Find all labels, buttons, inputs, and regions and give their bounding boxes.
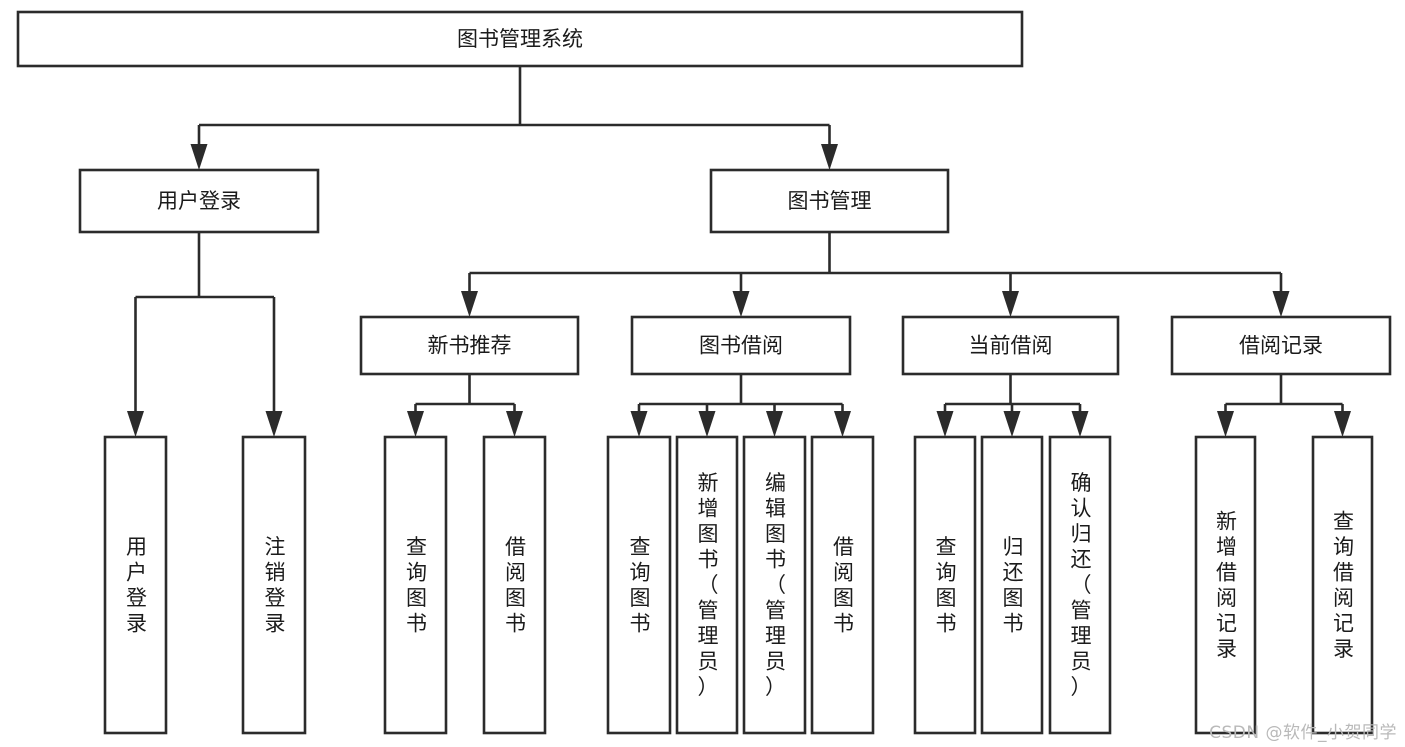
node-box [675,435,739,735]
node-leaf-query-book-1[interactable]: 查询图书 [383,435,448,735]
node-label: 用户登录 [126,535,147,636]
node-box [742,435,807,735]
arrow-head-icon [766,411,783,437]
node-box [241,435,307,735]
node-box [1194,435,1257,735]
node-box [1170,315,1392,376]
node-leaf-borrow-book-2[interactable]: 借阅图书 [810,435,875,735]
node-book-manage[interactable]: 图书管理 [709,168,950,234]
node-book-borrow[interactable]: 图书借阅 [630,315,852,376]
node-leaf-query-book-3[interactable]: 查询图书 [913,435,977,735]
node-leaf-confirm-return[interactable]: 确认归还（管理员） [1048,435,1112,735]
node-label: 新书推荐 [428,334,512,358]
node-box [913,435,977,735]
node-label: 查询图书 [936,535,957,636]
arrow-head-icon [1002,291,1019,317]
node-label: 查询图书 [630,535,651,636]
node-box [482,435,547,735]
node-label: 确认归还（管理员） [1071,471,1092,699]
arrow-head-icon [1071,411,1089,437]
arrow-head-icon [630,411,648,437]
node-box [359,315,580,376]
node-box [980,435,1044,735]
arrow-head-icon [1217,411,1234,437]
node-label: 借阅图书 [505,535,526,636]
arrow-head-icon [407,411,424,437]
node-user-login[interactable]: 用户登录 [78,168,320,234]
node-leaf-borrow-book-1[interactable]: 借阅图书 [482,435,547,735]
node-label: 查询借阅记录 [1333,509,1354,661]
node-current-borrow[interactable]: 当前借阅 [901,315,1120,376]
node-label: 查询图书 [406,535,427,636]
node-new-book-rec[interactable]: 新书推荐 [359,315,580,376]
node-label: 图书管理 [788,189,872,213]
node-box [1048,435,1112,735]
edges-layer [127,66,1351,437]
arrow-head-icon [1272,291,1290,317]
node-label: 当前借阅 [969,334,1053,358]
node-leaf-add-record[interactable]: 新增借阅记录 [1194,435,1257,735]
arrow-head-icon [698,411,716,437]
node-box [810,435,875,735]
node-leaf-edit-book[interactable]: 编辑图书（管理员） [742,435,807,735]
arrow-head-icon [834,411,851,437]
node-leaf-add-book[interactable]: 新增图书（管理员） [675,435,739,735]
nodes-layer: 图书管理系统用户登录图书管理新书推荐图书借阅当前借阅借阅记录用户登录注销登录查询… [16,10,1392,735]
node-label: 编辑图书（管理员） [765,471,786,699]
node-box [606,435,672,735]
node-box [383,435,448,735]
arrow-head-icon [732,291,750,317]
node-box [16,10,1024,68]
node-label: 注销登录 [265,535,286,636]
node-box [709,168,950,234]
node-root[interactable]: 图书管理系统 [16,10,1024,68]
node-box [630,315,852,376]
node-label: 借阅记录 [1239,334,1323,358]
node-label: 用户登录 [157,189,241,213]
node-leaf-user-login[interactable]: 用户登录 [103,435,168,735]
node-label: 借阅图书 [833,535,854,636]
node-label: 归还图书 [1003,535,1024,636]
node-box [78,168,320,234]
arrow-head-icon [1003,411,1021,437]
arrow-head-icon [936,411,954,437]
node-leaf-query-record[interactable]: 查询借阅记录 [1311,435,1374,735]
node-box [103,435,168,735]
node-label: 新增图书（管理员） [698,471,719,699]
arrow-head-icon [821,144,838,170]
node-label: 图书管理系统 [457,27,583,51]
arrow-head-icon [265,411,283,437]
arrow-head-icon [1334,411,1351,437]
node-borrow-record[interactable]: 借阅记录 [1170,315,1392,376]
node-box [1311,435,1374,735]
node-leaf-return-book[interactable]: 归还图书 [980,435,1044,735]
node-leaf-logout[interactable]: 注销登录 [241,435,307,735]
arrow-head-icon [461,291,478,317]
node-label: 图书借阅 [699,334,783,358]
arrow-head-icon [190,144,208,170]
arrow-head-icon [127,411,144,437]
arrow-head-icon [506,411,523,437]
node-label: 新增借阅记录 [1216,509,1237,661]
node-leaf-query-book-2[interactable]: 查询图书 [606,435,672,735]
node-box [901,315,1120,376]
